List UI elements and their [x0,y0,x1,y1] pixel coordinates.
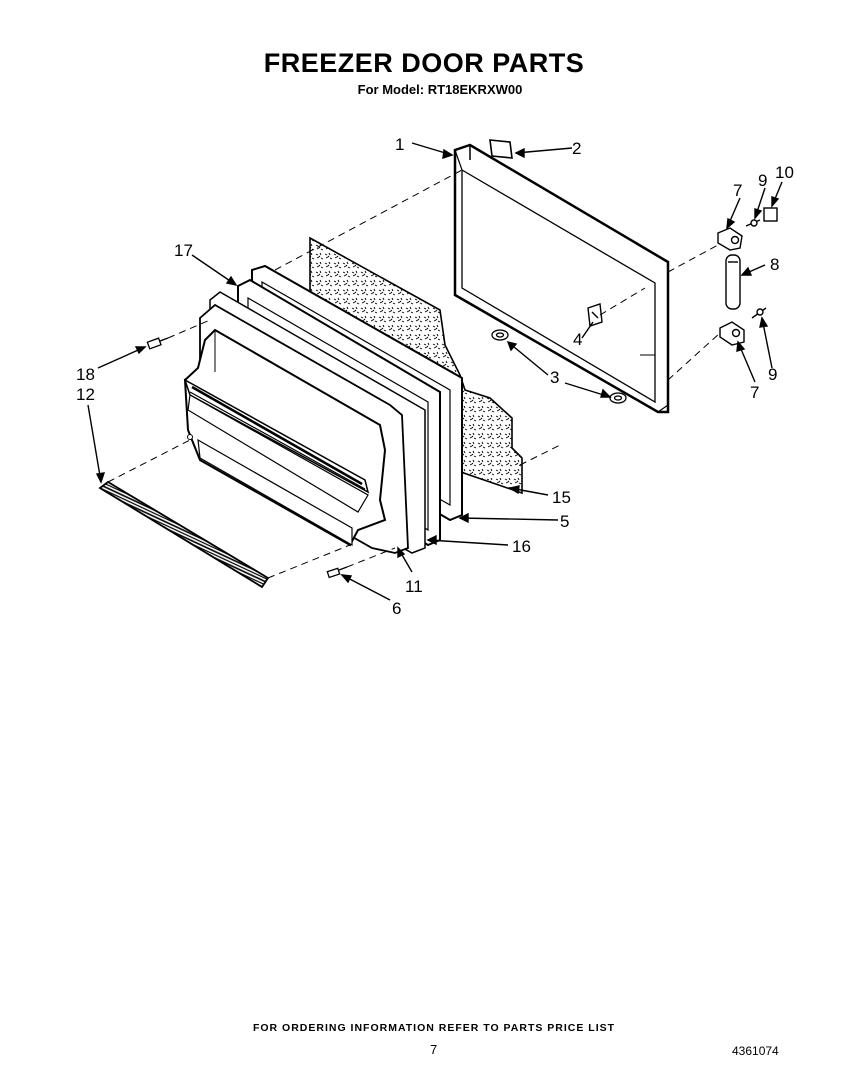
callout-4: 4 [573,330,582,349]
callout-5: 5 [560,512,569,531]
inner-door-liner [183,303,409,554]
outer-door-panel [453,143,670,414]
shelf-trim-strip [98,480,270,589]
screws [146,337,348,579]
callout-12: 12 [76,385,95,404]
model-subtitle: For Model: RT18EKRXW00 [357,82,523,97]
callout-7-bottom: 7 [750,383,759,402]
page-number: 7 [430,1042,438,1057]
callout-10: 10 [775,163,794,182]
callout-8: 8 [770,255,779,274]
ordering-note: FOR ORDERING INFORMATION REFER TO PARTS … [252,1022,616,1034]
callout-labels: 1 2 3 4 7 9 10 8 9 7 15 5 16 11 6 17 18 … [76,135,794,618]
callout-18: 18 [76,365,95,384]
callout-6: 6 [392,599,401,618]
callout-16: 16 [512,537,531,556]
callout-3: 3 [550,368,559,387]
callout-9-bottom: 9 [768,365,777,384]
clip-part [587,303,603,327]
hinge-parts [717,207,778,346]
callout-15: 15 [552,488,571,507]
callout-1: 1 [395,135,404,154]
callout-11: 11 [405,577,423,596]
page-title: FREEZER DOOR PARTS [263,48,585,78]
assembly-dashed-lines [107,169,721,579]
leader-lines [87,142,783,601]
callout-2: 2 [572,139,581,158]
callout-9-top: 9 [758,171,767,190]
document-number: 4361074 [732,1044,779,1058]
callout-17: 17 [174,241,193,260]
callout-7-top: 7 [733,181,742,200]
door-plugs [491,329,627,404]
nameplate-part [489,139,513,159]
